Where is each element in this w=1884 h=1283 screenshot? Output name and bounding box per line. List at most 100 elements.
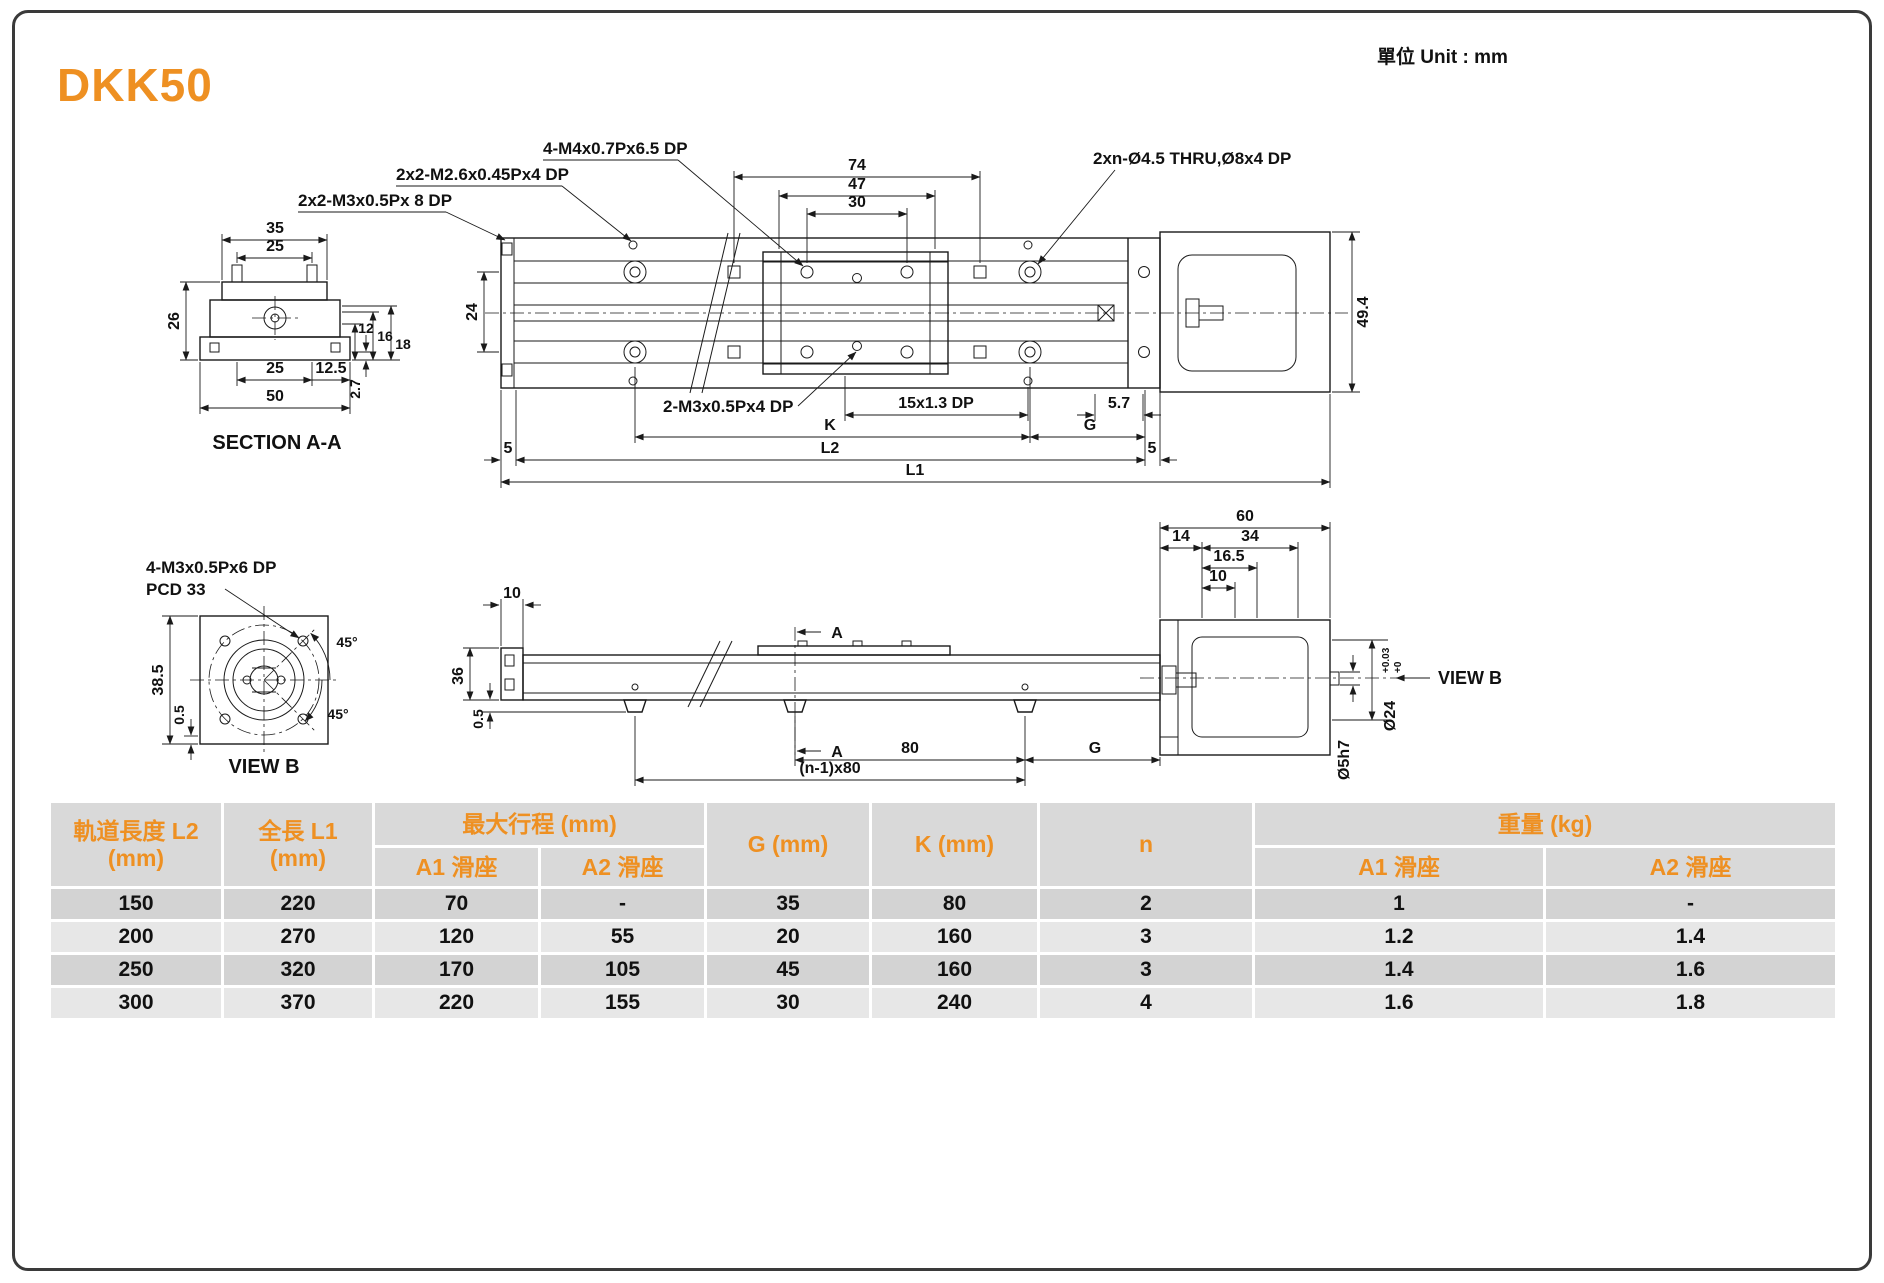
table-cell: 220 bbox=[375, 988, 538, 1018]
dim-dia24: Ø24 bbox=[1382, 701, 1399, 731]
section-aa-view: 35 25 26 12 16 18 25 12.5 2.7 50 SECTION… bbox=[166, 220, 411, 454]
dim-K: K bbox=[824, 417, 836, 434]
dim-L1: L1 bbox=[906, 462, 925, 479]
table-cell: 240 bbox=[872, 988, 1037, 1018]
dim-34: 34 bbox=[1241, 528, 1259, 545]
table-cell: 45 bbox=[707, 955, 869, 985]
table-cell: 160 bbox=[872, 922, 1037, 952]
table-cell: 1.8 bbox=[1546, 988, 1835, 1018]
table-row: 250 320 170 105 45 160 3 1.4 1.6 bbox=[51, 955, 1835, 985]
total-length-unit: (mm) bbox=[269, 844, 327, 871]
table-cell: 55 bbox=[541, 922, 704, 952]
annotation-pcd33: PCD 33 bbox=[146, 580, 206, 599]
table-cell: 3 bbox=[1040, 922, 1252, 952]
col-header-stroke-a2: A2 滑座 bbox=[541, 848, 704, 886]
dim-L2: L2 bbox=[821, 440, 840, 457]
table-cell: 20 bbox=[707, 922, 869, 952]
side-view: A A 10 36 0.5 80 G (n-1)x80 60 14 34 bbox=[450, 508, 1502, 786]
dim-dia24-tol-upper: +0.03 bbox=[1381, 647, 1392, 673]
rail-length-label: 軌道長度 L2 bbox=[73, 818, 199, 845]
dim-0-5-flange: 0.5 bbox=[171, 705, 187, 725]
table-cell: 150 bbox=[51, 889, 221, 919]
col-header-k: K (mm) bbox=[872, 803, 1037, 886]
table-row: 200 270 120 55 20 160 3 1.2 1.4 bbox=[51, 922, 1835, 952]
table-cell: - bbox=[541, 889, 704, 919]
dim-15x1-3: 15x1.3 DP bbox=[898, 395, 974, 412]
annotation-4m4: 4-M4x0.7Px6.5 DP bbox=[543, 139, 688, 158]
unit-note: 單位 Unit : mm bbox=[1377, 47, 1508, 68]
table-cell: 80 bbox=[872, 889, 1037, 919]
spec-table: 軌道長度 L2 (mm) 全長 L1 (mm) 最大行程 (mm) G (mm)… bbox=[48, 800, 1838, 1021]
page-title: DKK50 bbox=[57, 59, 213, 111]
dim-dia24-tol-lower: +0 bbox=[1393, 661, 1404, 673]
dim-25-bottom: 25 bbox=[266, 360, 284, 377]
table-cell: 30 bbox=[707, 988, 869, 1018]
table-cell: 1.4 bbox=[1255, 955, 1543, 985]
annotation-2x2m3: 2x2-M3x0.5Px 8 DP bbox=[298, 191, 452, 210]
dim-5-7: 5.7 bbox=[1108, 395, 1130, 412]
table-cell: 120 bbox=[375, 922, 538, 952]
dim-12-5: 12.5 bbox=[315, 360, 346, 377]
col-header-rail-length: 軌道長度 L2 (mm) bbox=[51, 803, 221, 886]
table-cell: 300 bbox=[51, 988, 221, 1018]
section-a-label-top: A bbox=[831, 625, 843, 642]
table-cell: 170 bbox=[375, 955, 538, 985]
table-row: 300 370 220 155 30 240 4 1.6 1.8 bbox=[51, 988, 1835, 1018]
table-cell: 35 bbox=[707, 889, 869, 919]
table-cell: 1.4 bbox=[1546, 922, 1835, 952]
col-header-weight-a1: A1 滑座 bbox=[1255, 848, 1543, 886]
table-cell: 70 bbox=[375, 889, 538, 919]
col-header-weight: 重量 (kg) bbox=[1255, 803, 1835, 845]
dim-10-right: 10 bbox=[1209, 568, 1227, 585]
dim-n-1x80: (n-1)x80 bbox=[799, 760, 860, 777]
dim-50: 50 bbox=[266, 388, 284, 405]
dim-2-7: 2.7 bbox=[347, 379, 363, 399]
dim-0-5-side: 0.5 bbox=[470, 709, 486, 729]
rail-length-unit: (mm) bbox=[107, 844, 165, 871]
page-border bbox=[12, 10, 1872, 1271]
section-a-label-bottom: A bbox=[831, 744, 843, 761]
dim-12: 12 bbox=[358, 320, 374, 336]
table-cell: 3 bbox=[1040, 955, 1252, 985]
col-header-total-length: 全長 L1 (mm) bbox=[224, 803, 372, 886]
total-length-label: 全長 L1 bbox=[258, 818, 338, 845]
dim-14: 14 bbox=[1172, 528, 1190, 545]
dim-47: 47 bbox=[848, 176, 866, 193]
dim-49-4: 49.4 bbox=[1355, 296, 1372, 327]
dim-16-5: 16.5 bbox=[1213, 548, 1244, 565]
annotation-2xn-thru: 2xn-Ø4.5 THRU,Ø8x4 DP bbox=[1093, 149, 1291, 168]
view-b-reference: VIEW B bbox=[1438, 668, 1502, 688]
table-cell: 220 bbox=[224, 889, 372, 919]
col-header-stroke-a1: A1 滑座 bbox=[375, 848, 538, 886]
col-header-weight-a2: A2 滑座 bbox=[1546, 848, 1835, 886]
dim-25-top: 25 bbox=[266, 238, 284, 255]
col-header-g: G (mm) bbox=[707, 803, 869, 886]
table-cell: - bbox=[1546, 889, 1835, 919]
dim-G-side: G bbox=[1089, 740, 1101, 757]
dim-60: 60 bbox=[1236, 508, 1254, 525]
dim-30: 30 bbox=[848, 194, 866, 211]
top-view: 74 47 30 24 49.4 15x1.3 DP 5.7 K G L2 5 … bbox=[298, 139, 1372, 488]
annotation-2m3: 2-M3x0.5Px4 DP bbox=[663, 397, 793, 416]
dim-24: 24 bbox=[464, 303, 481, 321]
view-b: 45° 45° 38.5 0.5 4-M3x0.5Px6 DP PCD 33 V… bbox=[146, 558, 358, 778]
dim-dia5h7: Ø5h7 bbox=[1336, 740, 1353, 780]
table-cell: 320 bbox=[224, 955, 372, 985]
dim-10-left: 10 bbox=[503, 585, 521, 602]
table-cell: 105 bbox=[541, 955, 704, 985]
dim-45-lower: 45° bbox=[327, 706, 348, 722]
dim-18: 18 bbox=[395, 336, 411, 352]
col-header-max-stroke: 最大行程 (mm) bbox=[375, 803, 704, 845]
table-cell: 160 bbox=[872, 955, 1037, 985]
table-cell: 1.6 bbox=[1255, 988, 1543, 1018]
table-cell: 1 bbox=[1255, 889, 1543, 919]
table-cell: 1.6 bbox=[1546, 955, 1835, 985]
table-cell: 370 bbox=[224, 988, 372, 1018]
dim-35: 35 bbox=[266, 220, 284, 237]
table-row: 150 220 70 - 35 80 2 1 - bbox=[51, 889, 1835, 919]
table-cell: 155 bbox=[541, 988, 704, 1018]
table-cell: 4 bbox=[1040, 988, 1252, 1018]
dim-80: 80 bbox=[901, 740, 919, 757]
annotation-2x2m26: 2x2-M2.6x0.45Px4 DP bbox=[396, 165, 569, 184]
